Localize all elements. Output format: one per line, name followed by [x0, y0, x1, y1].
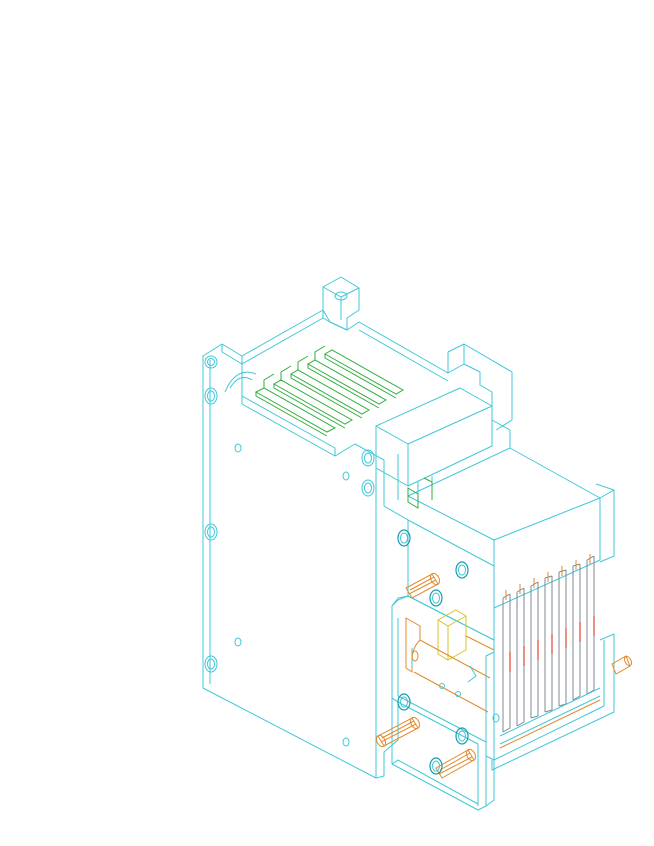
right-upper-housing	[407, 447, 615, 641]
screw-head-icon	[204, 523, 218, 541]
screw-head-icon	[342, 737, 350, 747]
contact-array	[485, 554, 615, 771]
screw-head-icon	[204, 387, 218, 405]
screw-head-icon	[455, 727, 469, 745]
screw-head-icon	[492, 713, 500, 723]
screw-head-icon	[361, 449, 375, 467]
screw-head-icon	[234, 443, 242, 453]
screw-head-icon	[204, 655, 218, 673]
screw-head-icon	[455, 561, 469, 579]
screw-head-icon	[397, 529, 411, 547]
cooling-fins	[254, 345, 405, 437]
screw-head-icon	[361, 479, 375, 497]
lower-front-frame	[391, 595, 495, 811]
screw-head-icon	[397, 693, 411, 711]
screw-head-icon	[204, 355, 218, 369]
cylindrical-pin-icon-4	[611, 655, 633, 675]
inner-mechanism	[405, 609, 495, 713]
screw-head-icon	[429, 589, 443, 607]
screw-head-icon-group	[204, 355, 500, 775]
left-side-plate	[202, 343, 409, 779]
top-rear-post	[322, 276, 360, 331]
screw-head-icon	[342, 471, 350, 481]
screw-head-icon	[234, 637, 242, 647]
cylindrical-pin-icon-1	[405, 572, 441, 599]
upper-front-block	[375, 387, 493, 506]
screw-head-icon	[429, 757, 443, 775]
cylindrical-pin-icon-2	[375, 716, 421, 748]
cylindrical-pin-icon-3	[435, 748, 477, 779]
